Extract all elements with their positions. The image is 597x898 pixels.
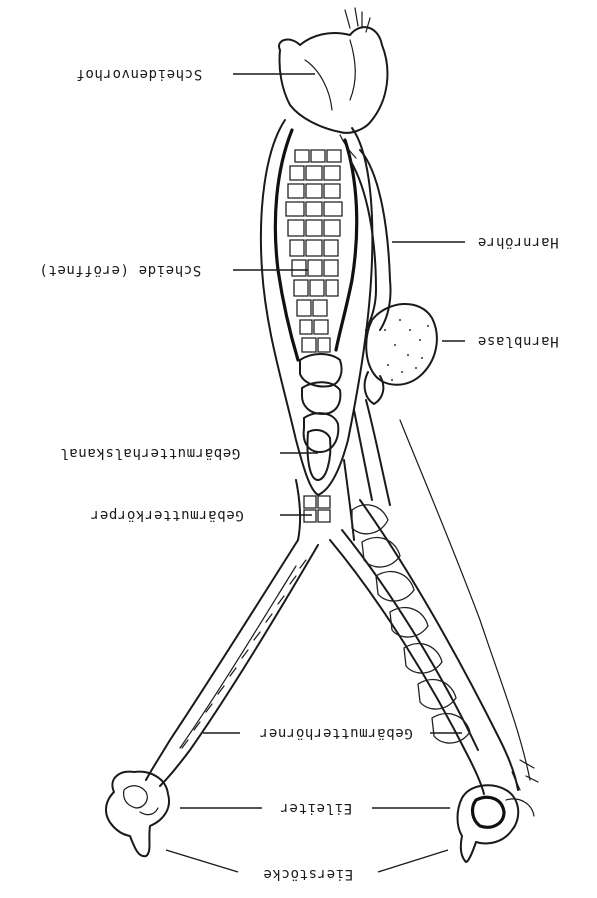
label-uterine-horns: Gebärmutterhörner [259, 725, 413, 741]
vagina-shape [261, 120, 372, 495]
bladder-shape [365, 304, 437, 404]
label-vagina: Scheide (eröffnet) [39, 262, 202, 278]
label-ovaries: Eierstöcke [263, 866, 353, 882]
label-cervical-canal: Gebärmutterhalskanal [60, 445, 241, 461]
label-urethra: Harnröhre [477, 234, 558, 250]
leader-ovaries-right [378, 850, 448, 872]
vestibule-shape [279, 8, 387, 133]
right-ovary-shape [458, 785, 535, 862]
label-vestibule: Scheidenvorhof [76, 66, 202, 82]
leader-lines [166, 74, 465, 872]
left-uterine-horn-shape [146, 540, 318, 786]
leader-ovaries-left [166, 850, 238, 872]
left-ovary-shape [106, 772, 169, 857]
labels: Scheidenvorhof Scheide (eröffnet) Harnrö… [39, 66, 559, 882]
label-bladder: Harnblase [477, 333, 558, 349]
label-oviducts: Eileiter [280, 800, 352, 816]
label-uterine-body: Gebärmutterkörper [90, 507, 244, 523]
